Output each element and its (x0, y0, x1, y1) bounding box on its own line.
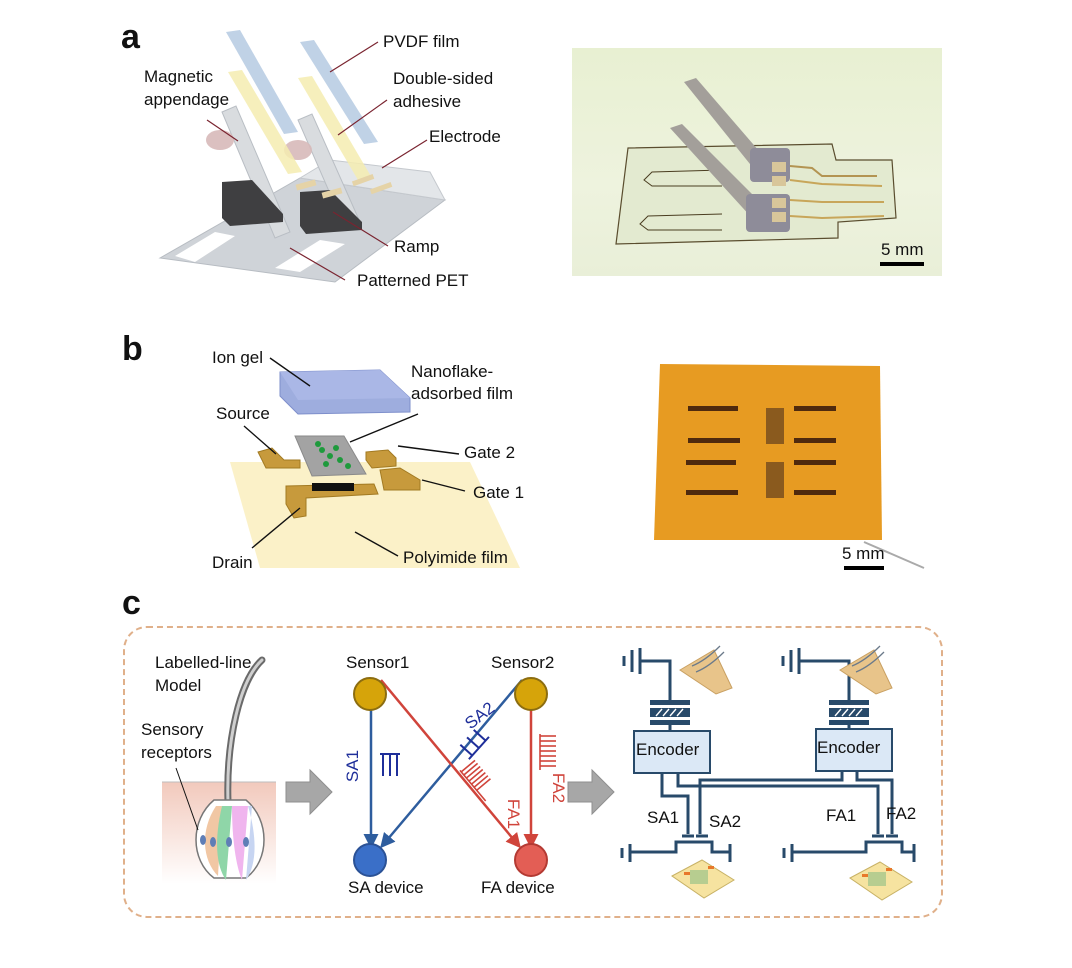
piezo-element-right (829, 700, 869, 725)
label-pvdf-film: PVDF film (383, 32, 460, 51)
label-labelled-line: Labelled-line (155, 653, 252, 672)
edge-sa2 (380, 679, 523, 849)
label-sa1-network: SA1 (343, 749, 363, 783)
label-electrode: Electrode (429, 127, 501, 146)
pvdf-strip-2 (300, 40, 378, 144)
label-sa-device: SA device (348, 878, 424, 897)
label-sa2-circuit: SA2 (709, 812, 742, 831)
fa-device-node (514, 843, 548, 877)
adhesive-strip-2 (298, 76, 372, 180)
receptors-leader (175, 767, 199, 831)
sensor-thumbnail-right (839, 649, 893, 695)
ramp-1 (222, 180, 283, 226)
label-sensory: Sensory (141, 720, 204, 739)
sensor1-node (353, 677, 387, 711)
receptor-pink (232, 806, 248, 880)
gate-1-electrode (379, 467, 421, 491)
electrodes (295, 174, 393, 199)
drain-channel (312, 483, 354, 491)
transistor-thumbnail-left (671, 859, 735, 899)
label-gate-2: Gate 2 (464, 443, 516, 462)
piezo-element-left (650, 700, 690, 725)
sensor-thumbnail-left (679, 649, 733, 695)
receptor-blue (246, 806, 255, 880)
sa-device-node (353, 843, 387, 877)
edge-fa1 (380, 679, 521, 849)
nanoflakes (315, 441, 351, 469)
label-ramp: Ramp (394, 237, 440, 256)
encoder-left-box (633, 730, 711, 774)
receptor-nuclei (200, 835, 249, 847)
ramp-2 (300, 190, 362, 234)
flow-arrow-1 (285, 768, 333, 816)
encoder-right-label: Encoder (817, 738, 881, 757)
label-drain: Drain (212, 553, 253, 572)
label-fa1-network: FA1 (504, 798, 524, 830)
label-nanoflake-1: Nanoflake- (411, 362, 494, 381)
panel-b-photo-illustration (654, 364, 925, 570)
label-fa2-network: FA2 (549, 772, 569, 804)
panel-a-leader-lines (206, 41, 428, 281)
panel-b-device-photo: 5 mm (654, 364, 925, 574)
adhesive-strip-1 (228, 70, 302, 174)
scale-bar-b (844, 566, 884, 570)
label-nanoflake-2: adsorbed film (411, 384, 514, 403)
spike-train-fa1 (459, 759, 491, 802)
label-double-sided-2: adhesive (393, 92, 462, 111)
panel-a-photo-illustration (615, 78, 924, 266)
circuit-wires (620, 648, 916, 862)
label-fa2-circuit: FA2 (886, 804, 917, 823)
scale-label-a: 5 mm (881, 240, 924, 259)
flow-arrow-2 (567, 768, 615, 816)
panel-a-device-photo: 5 mm (572, 48, 942, 276)
encoder-right-box (815, 728, 893, 772)
pet-slot-1 (175, 232, 235, 262)
encoder-left-label: Encoder (636, 740, 700, 759)
panel-c-letter: c (122, 584, 141, 622)
spike-train-sa2 (459, 729, 490, 760)
photo-electrodes (686, 406, 836, 498)
label-ion-gel: Ion gel (212, 348, 264, 367)
panel-a-exploded-diagram (0, 0, 560, 300)
label-polyimide-film: Polyimide film (403, 548, 508, 567)
label-receptors: receptors (141, 743, 212, 762)
panel-a-letter: a (121, 18, 140, 56)
receptor-green (217, 806, 232, 880)
pet-slot-2 (275, 240, 345, 272)
label-sensor2: Sensor2 (491, 653, 555, 672)
label-sa1-circuit: SA1 (647, 808, 680, 827)
panel-b-exploded-diagram (0, 300, 560, 590)
magnetic-appendage-1 (206, 130, 234, 150)
label-sensor1: Sensor1 (346, 653, 410, 672)
spike-train-fa2 (539, 734, 556, 770)
label-model: Model (155, 676, 202, 695)
source-electrode (257, 447, 301, 469)
gate-2-electrode (365, 449, 397, 469)
sensor2-node (514, 677, 548, 711)
panel-a-illustration (158, 30, 447, 283)
panel-b-letter: b (122, 330, 143, 368)
scale-bar-a (880, 262, 924, 266)
panel-b-leader-lines (243, 357, 466, 557)
label-fa1-circuit: FA1 (826, 806, 857, 825)
label-source: Source (216, 404, 270, 423)
spike-train-sa1 (380, 753, 400, 776)
transistor-thumbnail-right (849, 861, 913, 901)
pvdf-strip-1 (226, 30, 298, 134)
panel-c-dashed-frame (123, 626, 943, 918)
drain-electrode (285, 483, 379, 519)
label-double-sided-1: Double-sided (393, 69, 494, 88)
panel-b-illustration (230, 357, 520, 568)
scale-label-b: 5 mm (842, 544, 885, 563)
label-magnetic-appendage-1: Magnetic (144, 67, 213, 86)
label-magnetic-appendage-2: appendage (144, 90, 230, 109)
label-fa-device: FA device (481, 878, 555, 897)
label-patterned-pet: Patterned PET (357, 271, 469, 290)
label-gate-1: Gate 1 (473, 483, 525, 502)
